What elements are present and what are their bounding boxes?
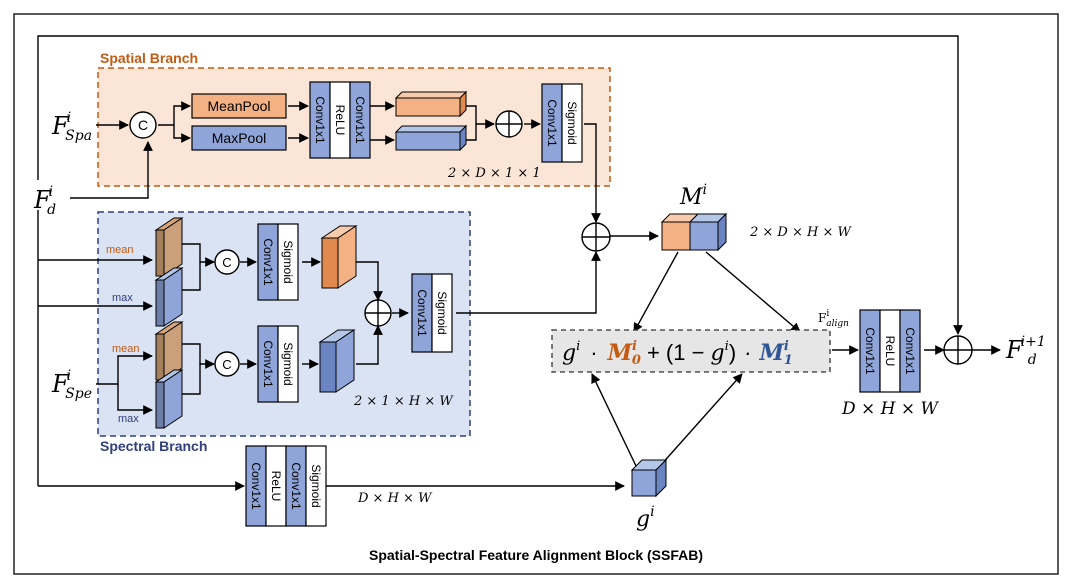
spatial-orange-cuboid [394, 90, 468, 118]
spatial-conv-sigmoid: Conv1x1 Sigmoid [541, 83, 583, 163]
conv-label: Conv1x1 [863, 327, 877, 375]
conv-label: Conv1x1 [903, 327, 917, 375]
conv-label: Conv1x1 [313, 96, 327, 144]
spatial-branch-label: Spatial Branch [100, 50, 198, 66]
output-conv-stack: Conv1x1 ReLU Conv1x1 [859, 309, 921, 393]
sigmoid-label: Sigmoid [435, 291, 449, 334]
conv-label: Conv1x1 [261, 238, 275, 286]
sigmoid-label: Sigmoid [281, 342, 295, 385]
dim-m: 2 × D × H × W [749, 225, 853, 240]
relu-label: ReLU [333, 105, 347, 136]
meanpool-label: MeanPool [207, 98, 270, 114]
gate-conv-stack: Conv1x1 ReLU Conv1x1 Sigmoid [245, 445, 327, 527]
concat-label-spectral-bottom: C [222, 357, 231, 372]
block-title: Spatial-Spectral Feature Alignment Block… [369, 547, 703, 563]
dim-spectral: 2 × 1 × H × W [353, 394, 454, 409]
conv-label: Conv1x1 [261, 340, 275, 388]
sigmoid-label: Sigmoid [281, 240, 295, 283]
conv-label: Conv1x1 [415, 289, 429, 337]
max-label-bottom: max [118, 413, 139, 425]
concat-node-spectral-top [214, 249, 240, 275]
conv-label: Conv1x1 [249, 462, 263, 510]
mean-label-bottom: mean [112, 343, 140, 355]
sigmoid-label: Sigmoid [309, 464, 323, 507]
maxpool-label: MaxPool [212, 130, 266, 146]
outer-frame [13, 13, 1059, 575]
g-gate-cube [630, 458, 668, 498]
g-label: gi [636, 504, 655, 532]
concat-node-spatial [129, 111, 157, 139]
concat-node-spectral-bottom [214, 351, 240, 377]
spectral-final-conv-sigmoid: Conv1x1 Sigmoid [411, 273, 453, 353]
spectral-attention-map-blue [318, 329, 356, 393]
spectral-branch-label: Spectral Branch [100, 438, 207, 454]
conv-label: Conv1x1 [353, 96, 367, 144]
dim-spatial: 2 × D × 1 × 1 [447, 166, 541, 181]
spectral-attention-map-orange [320, 225, 358, 289]
conv-label: Conv1x1 [545, 99, 559, 147]
spectral-conv-sigmoid-bottom: Conv1x1 Sigmoid [257, 325, 299, 403]
mean-label-top: mean [106, 244, 134, 256]
sigmoid-label: Sigmoid [565, 101, 579, 144]
meanpool-box [191, 93, 287, 119]
concat-label-spatial: C [138, 117, 148, 133]
spectral-conv-sigmoid-top: Conv1x1 Sigmoid [257, 223, 299, 301]
conv-label: Conv1x1 [289, 462, 303, 510]
fusion-formula-box [551, 329, 831, 373]
m-label: Mi [679, 182, 707, 210]
spatial-conv-stack: Conv1x1 ReLU Conv1x1 [309, 81, 371, 159]
relu-label: ReLU [883, 336, 897, 367]
spectral-feature-maps [154, 217, 184, 429]
spatial-blue-cuboid [394, 124, 468, 152]
connections [37, 35, 1001, 491]
max-label-top: max [112, 292, 133, 304]
concat-label-spectral-top: C [222, 255, 231, 270]
m-tensor-cube [660, 212, 728, 252]
dim-out: D × H × W [841, 399, 940, 419]
maxpool-box [191, 125, 287, 151]
dim-gate: D × H × W [357, 491, 433, 506]
relu-label: ReLU [269, 471, 283, 502]
